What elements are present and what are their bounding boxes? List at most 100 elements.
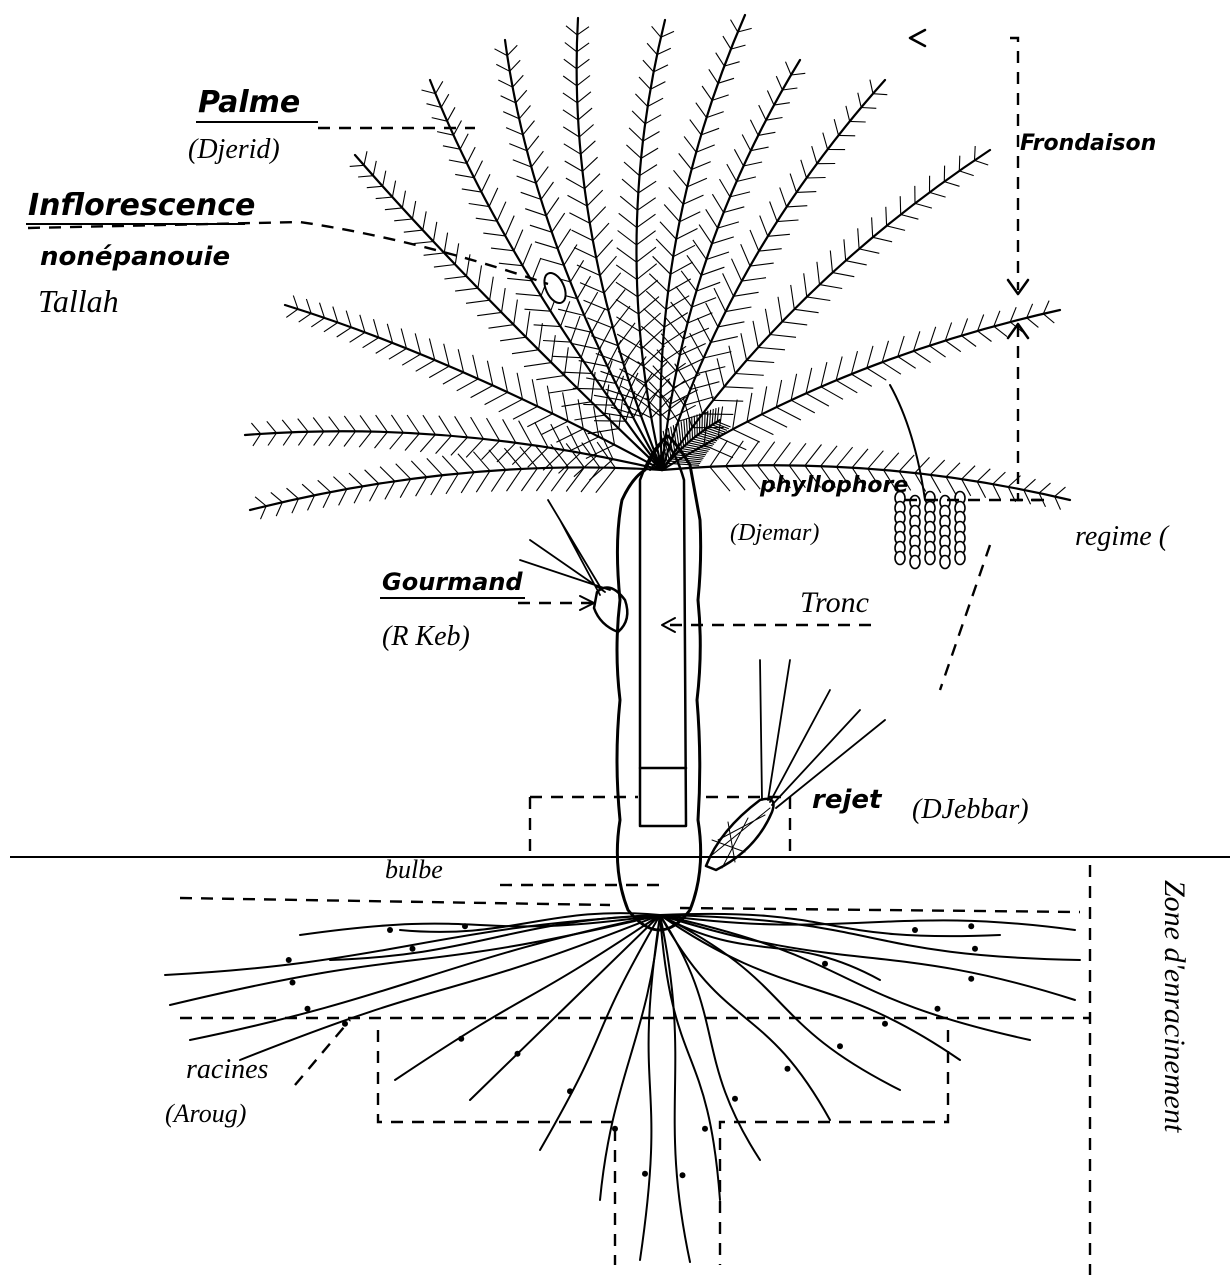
leaflet	[427, 458, 443, 475]
label-inflorescence-desc: nonépanouie	[40, 242, 230, 272]
leaflet	[605, 385, 609, 416]
leaflet	[914, 351, 931, 363]
leaflet	[836, 447, 852, 467]
leaflet	[640, 165, 658, 176]
leaflet	[596, 240, 612, 258]
leaflet	[851, 351, 857, 374]
leaflet	[588, 429, 619, 434]
leaflet	[977, 482, 986, 498]
leaflet	[323, 492, 331, 508]
leaflet	[702, 86, 712, 100]
leaflet	[851, 374, 871, 386]
leaflet	[359, 432, 371, 448]
leaflet	[706, 371, 714, 400]
leaflet	[383, 171, 386, 187]
leaflet	[577, 43, 589, 52]
leaflet	[505, 216, 514, 236]
leaflet	[429, 339, 434, 361]
leaflet	[507, 45, 517, 55]
leaflet	[629, 128, 643, 141]
leaflet	[735, 374, 764, 376]
leaflet	[930, 475, 940, 493]
leaflet	[886, 207, 887, 226]
root	[540, 915, 660, 1150]
leaflet	[455, 288, 478, 291]
leaflet	[765, 309, 770, 335]
leaflet	[535, 422, 548, 447]
leaflet	[710, 467, 730, 491]
leaflet	[844, 239, 846, 260]
frond	[661, 80, 888, 470]
label-palme-local: (Djerid)	[188, 134, 280, 165]
leaflet	[759, 105, 766, 120]
leaflet	[962, 466, 976, 479]
leaflet	[930, 192, 946, 197]
leaflet	[402, 191, 405, 208]
leaflet	[778, 297, 782, 322]
leaflet	[405, 434, 419, 451]
leaflet	[624, 162, 640, 176]
leaflet	[946, 477, 956, 494]
root-node	[387, 927, 393, 933]
rejet-sucker	[706, 660, 885, 870]
frond-rachis	[660, 15, 745, 470]
leaflet	[705, 412, 706, 430]
leaflet	[389, 349, 407, 360]
leaflet	[762, 414, 788, 427]
leaflet	[577, 59, 590, 69]
leaflet	[420, 435, 435, 452]
leaflet	[647, 43, 657, 54]
leaflet	[807, 297, 831, 301]
leaflet	[758, 132, 775, 135]
leaflet	[525, 209, 546, 216]
leaflet	[564, 144, 581, 154]
leaflet	[481, 174, 490, 192]
leaflet	[385, 481, 395, 499]
leaflet	[579, 125, 593, 138]
leaflet	[577, 27, 589, 35]
leaflet	[587, 318, 613, 328]
leaflet	[521, 468, 537, 491]
leaflet	[706, 209, 718, 228]
leaflet	[513, 406, 538, 419]
leaflet	[961, 336, 976, 347]
leaflet	[536, 167, 548, 184]
leaflet	[776, 380, 781, 407]
leaflet	[586, 378, 616, 384]
leaflet	[791, 73, 805, 75]
leaflet	[882, 362, 901, 374]
leaflet	[680, 212, 701, 222]
leaflet	[720, 179, 731, 197]
leaflet	[299, 313, 312, 322]
leaflet	[823, 133, 828, 150]
root-node	[290, 980, 296, 986]
leaflet	[790, 174, 796, 193]
leaflet	[287, 488, 299, 499]
leaflet	[490, 277, 494, 301]
leaflet	[617, 248, 637, 263]
leaflet	[789, 443, 806, 465]
leaflet	[563, 76, 577, 86]
trunk	[617, 436, 701, 930]
leaflet	[451, 437, 468, 455]
leaflet	[805, 445, 822, 466]
leaflet	[812, 146, 817, 164]
leaflet	[519, 106, 530, 119]
leaflet	[587, 190, 603, 206]
leaflet	[776, 76, 782, 90]
leaflet	[497, 202, 506, 222]
leaflet	[730, 192, 750, 197]
leaflet	[1039, 483, 1050, 493]
label-phyllophore: phyllophore	[759, 473, 908, 498]
leaflet	[570, 260, 583, 282]
leaflet	[446, 474, 458, 494]
leaflet	[449, 160, 467, 163]
leaflet	[527, 414, 552, 427]
leaflet	[566, 178, 585, 189]
label-inflorescence-local: Tallah	[38, 283, 119, 319]
leaflet	[455, 174, 474, 177]
leaflet	[651, 82, 666, 90]
leaflet	[726, 307, 752, 312]
leaflet	[349, 473, 363, 486]
leaflet	[742, 278, 766, 281]
